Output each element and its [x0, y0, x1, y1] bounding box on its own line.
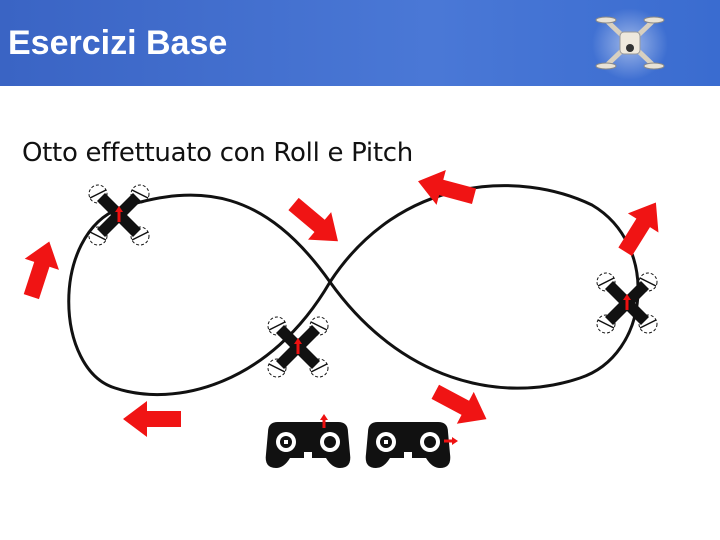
direction-arrow-icon — [14, 235, 67, 303]
drone-icon — [596, 272, 658, 334]
remote-controller-icon — [365, 422, 458, 468]
header-bar: Esercizi Base — [0, 0, 720, 86]
diagram-subtitle: Otto effettuato con Roll e Pitch — [22, 138, 413, 168]
direction-arrow-icon — [281, 190, 350, 256]
remote-controller-icon — [265, 414, 351, 468]
figure-eight-path — [67, 184, 640, 396]
drone-icon — [88, 184, 150, 246]
direction-arrow-icon — [123, 401, 181, 437]
drone-logo-icon — [592, 8, 668, 80]
page-title: Esercizi Base — [8, 24, 228, 62]
direction-arrow-icon — [413, 163, 479, 214]
